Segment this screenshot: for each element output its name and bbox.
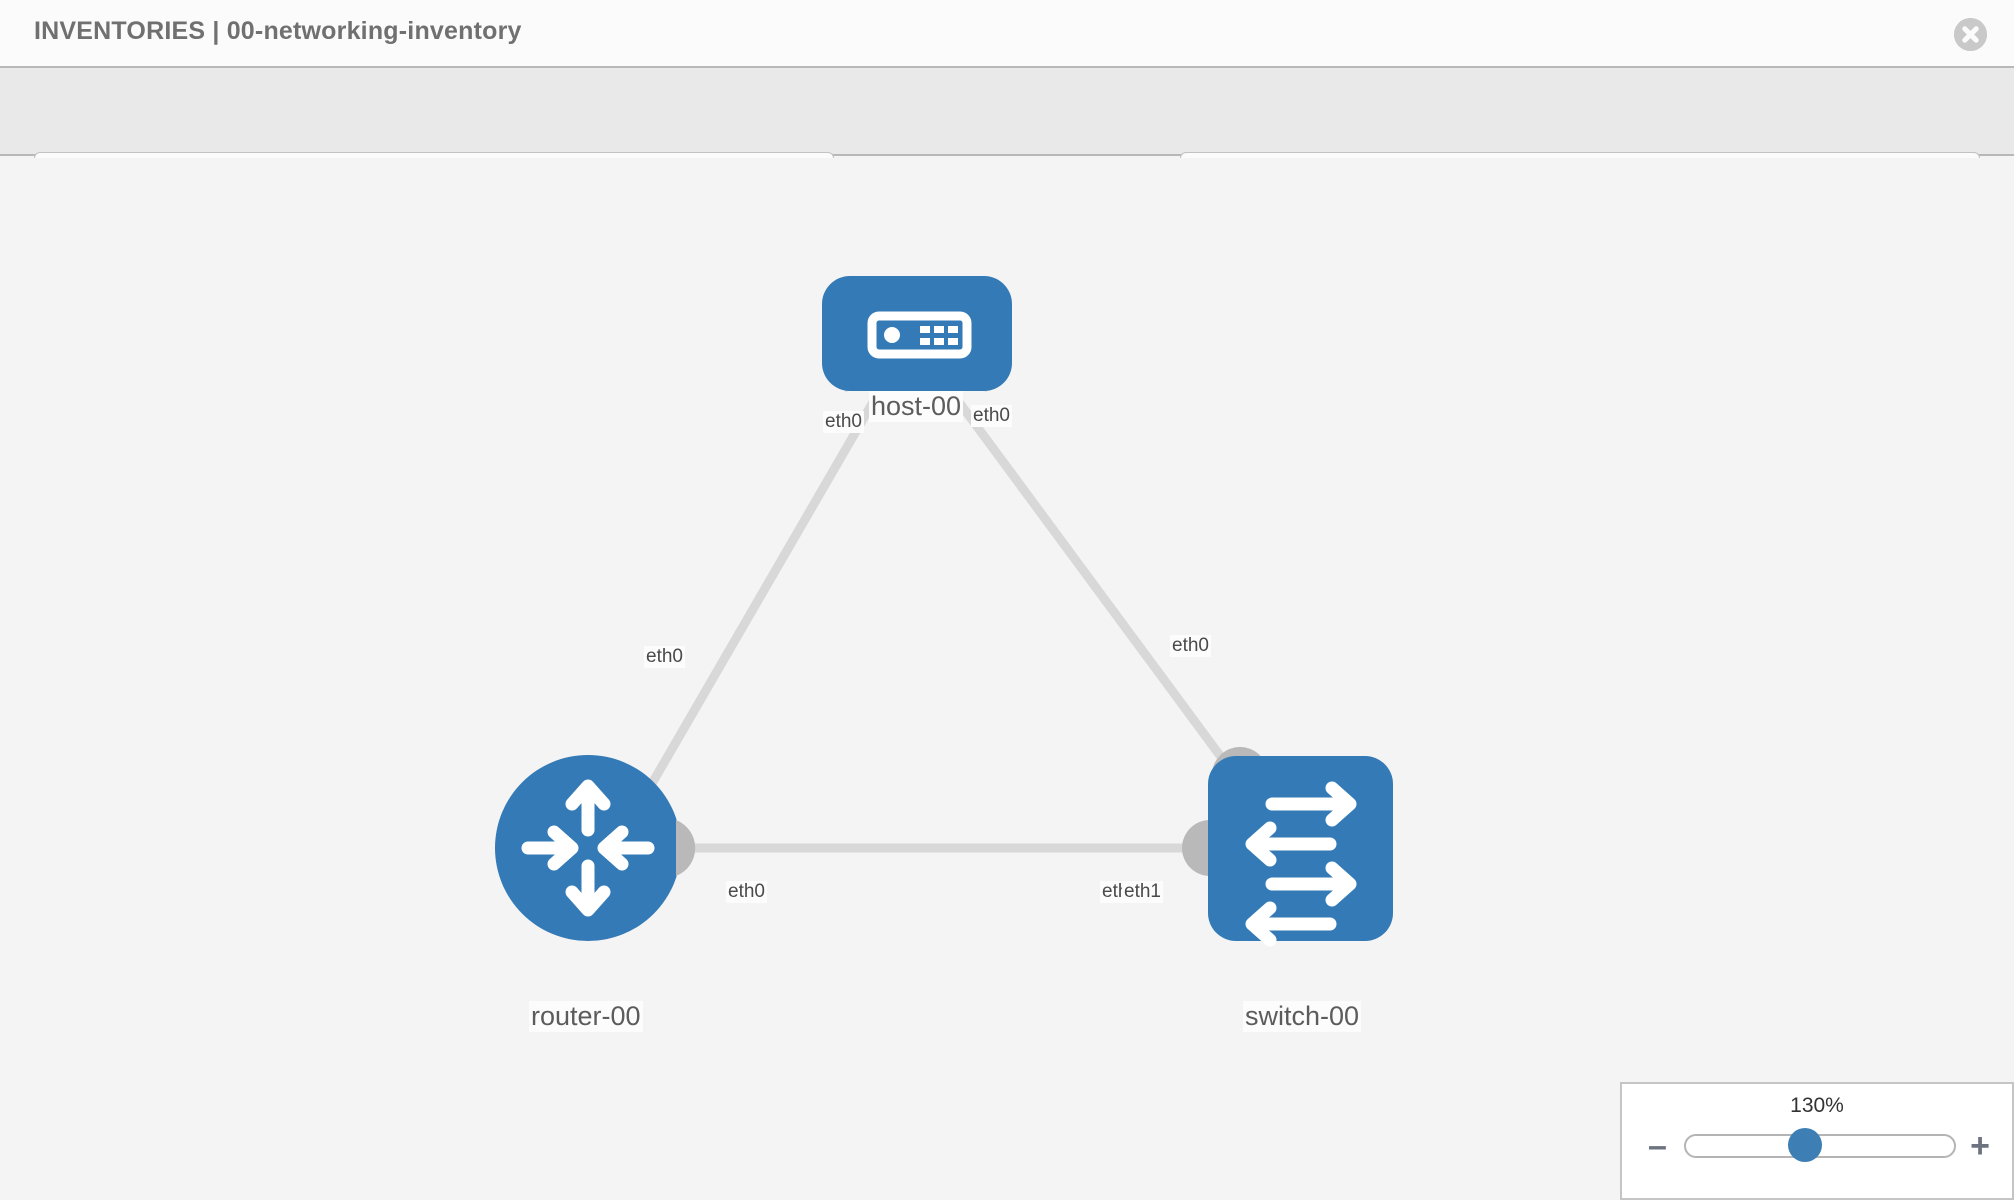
router-node-shape bbox=[495, 755, 681, 941]
node-host-00[interactable] bbox=[822, 276, 1012, 391]
server-icon bbox=[867, 311, 972, 359]
node-label-switch-00: switch-00 bbox=[1243, 1001, 1362, 1032]
zoom-in-button[interactable]: + bbox=[1970, 1127, 1990, 1165]
edge-label-host-right: eth0 bbox=[971, 405, 1012, 427]
node-label-router-00: router-00 bbox=[529, 1001, 643, 1032]
node-label-host-00: host-00 bbox=[869, 391, 964, 422]
topology-graph bbox=[495, 276, 1393, 947]
zoom-slider-thumb[interactable] bbox=[1788, 1128, 1822, 1162]
node-router-00[interactable] bbox=[495, 755, 696, 941]
close-button[interactable] bbox=[1954, 18, 1987, 51]
page-header: INVENTORIES | 00-networking-inventory bbox=[0, 0, 2014, 68]
router-arrows-icon bbox=[521, 779, 655, 917]
switch-arrows-icon bbox=[1245, 781, 1357, 947]
page-title: INVENTORIES | 00-networking-inventory bbox=[34, 17, 522, 45]
edge-label-host-left: eth0 bbox=[823, 411, 864, 433]
edge-label-switch-left: eth1 bbox=[1122, 881, 1163, 903]
zoom-control-panel: 130% – + bbox=[1620, 1082, 2014, 1200]
zoom-level-value: 130% bbox=[1790, 1094, 1844, 1117]
zoom-out-button[interactable]: – bbox=[1648, 1127, 1667, 1165]
link-host-router[interactable] bbox=[628, 387, 884, 821]
edge-label-switch-up: eth0 bbox=[1170, 635, 1211, 657]
host-node-shape bbox=[822, 276, 1012, 391]
edge-label-router-right: eth0 bbox=[726, 881, 767, 903]
connector-router-right bbox=[676, 820, 696, 876]
edge-label-router-up: eth0 bbox=[644, 646, 685, 668]
topology-canvas[interactable]: eth0 host-00 eth0 eth0 eth0 eth0 eth eth… bbox=[0, 158, 2014, 1200]
link-host-switch[interactable] bbox=[946, 387, 1259, 806]
node-switch-00[interactable] bbox=[1182, 747, 1393, 947]
toolbar: ACTIONS SEARCH bbox=[0, 68, 2014, 206]
close-icon bbox=[1954, 18, 1987, 51]
